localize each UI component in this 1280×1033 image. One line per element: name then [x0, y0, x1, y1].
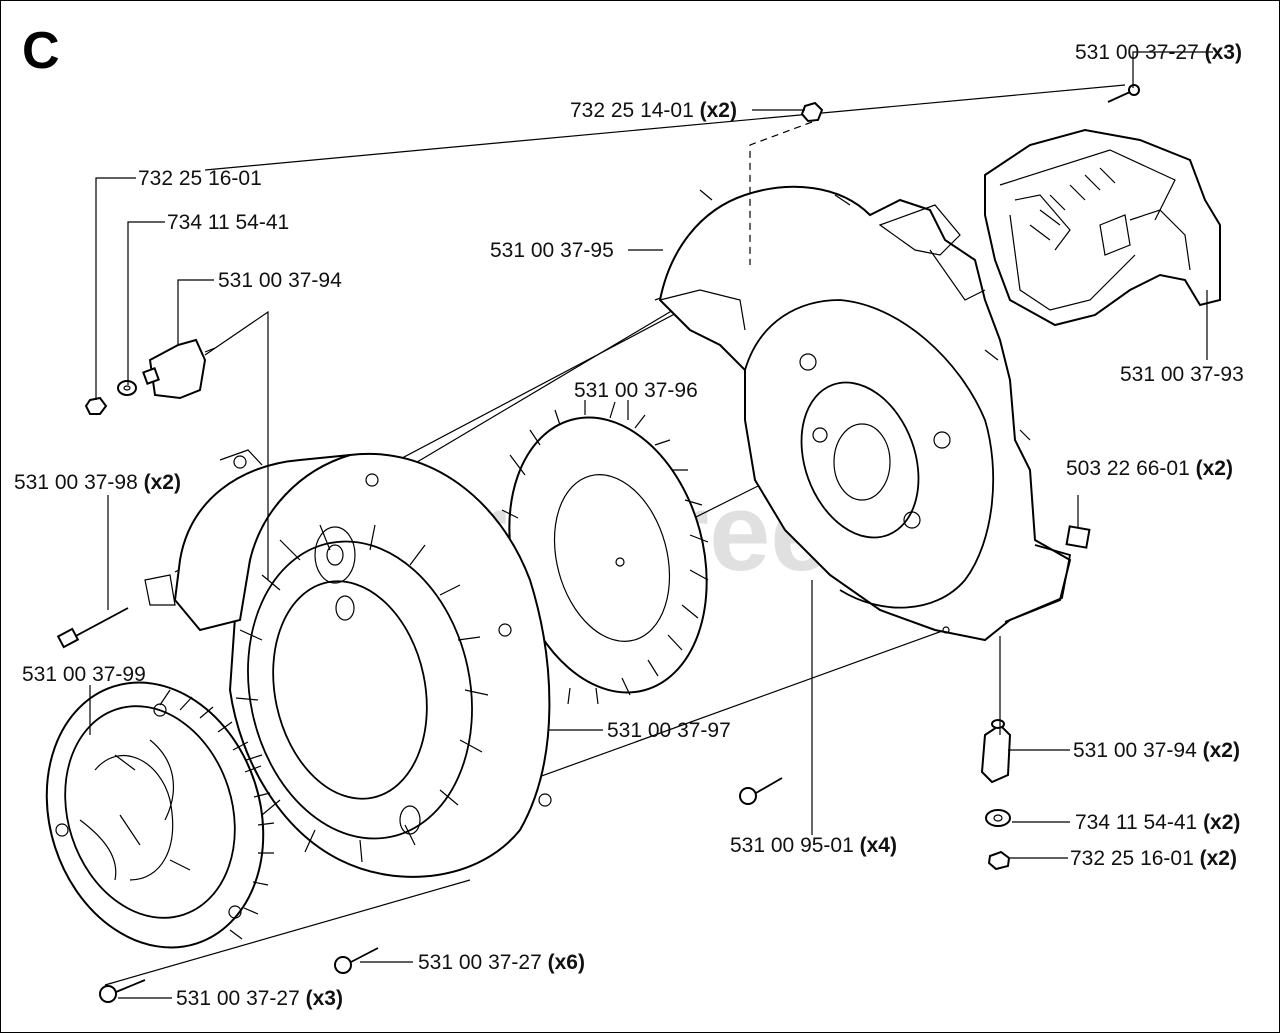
vibration-damper-bottom — [980, 719, 1012, 784]
starter-assembly-part — [45, 681, 275, 949]
screw-top-right — [1107, 84, 1140, 103]
callout-leader-lines — [89, 51, 1213, 999]
callout-c12: 531 00 37-97 — [607, 719, 731, 742]
nut-bottom — [987, 850, 1011, 871]
callout-c4: 734 11 54-41 — [167, 211, 289, 234]
callout-c15: 531 00 95-01 (x4) — [730, 834, 897, 857]
nut-top-center — [800, 101, 824, 123]
callout-c17: 531 00 37-27 (x6) — [418, 951, 585, 974]
callout-c2: 732 25 14-01 (x2) — [570, 99, 737, 122]
square-nut-right — [1065, 525, 1091, 549]
section-letter: C — [22, 22, 60, 80]
washer-bottom — [985, 809, 1011, 827]
vibration-damper-top — [142, 338, 216, 400]
hardware-items — [56, 84, 1140, 1003]
callout-c1: 531 00 37-27 (x3) — [1075, 41, 1242, 64]
cylinder-cover-part — [984, 128, 1221, 327]
callout-labels: 531 00 37-27 (x3) 732 25 14-01 (x2) 732 … — [14, 41, 1244, 1010]
washer-top — [117, 380, 137, 396]
callout-c14: 734 11 54-41 (x2) — [1075, 811, 1240, 834]
callout-c8: 531 00 37-96 — [574, 379, 698, 402]
screw-bottom-left — [99, 979, 146, 1003]
blower-housing-part — [658, 185, 1072, 642]
callout-c5: 531 00 37-94 — [218, 269, 342, 292]
callout-c6: 531 00 37-95 — [490, 239, 614, 262]
screw-center-bottom — [739, 777, 783, 805]
callout-c18: 531 00 37-27 (x3) — [176, 987, 343, 1010]
callout-c7: 531 00 37-93 — [1120, 363, 1244, 386]
callout-c13: 531 00 37-94 (x2) — [1073, 739, 1240, 762]
fan-housing-part — [144, 449, 552, 878]
screw-bottom-middle — [334, 947, 379, 974]
flywheel-fan-part — [494, 400, 709, 705]
callout-c3: 732 25 16-01 — [138, 167, 262, 190]
nut-top — [84, 396, 108, 415]
callout-c10: 503 22 66-01 (x2) — [1066, 457, 1233, 480]
long-screw-left — [56, 607, 129, 649]
callout-c11: 531 00 37-99 — [22, 663, 146, 686]
callout-c16: 732 25 16-01 (x2) — [1070, 847, 1237, 870]
callout-c9: 531 00 37-98 (x2) — [14, 471, 181, 494]
